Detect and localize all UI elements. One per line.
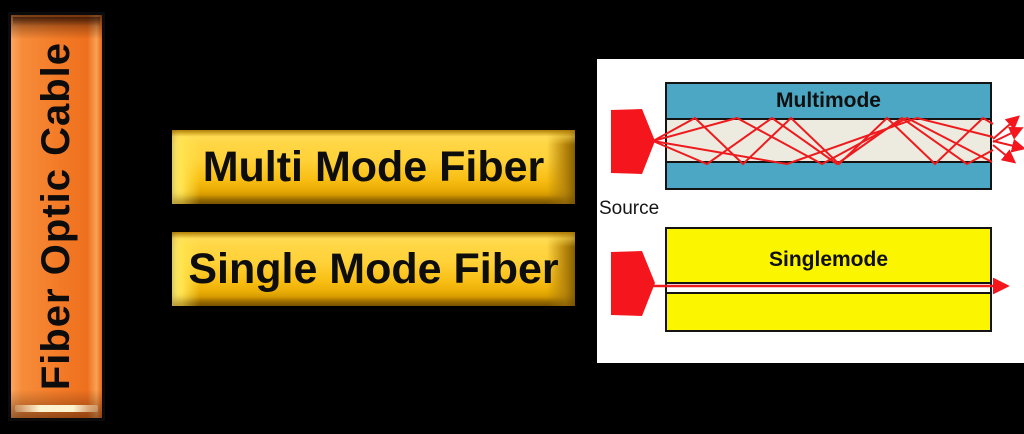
multimode-rays [652,115,1024,166]
fiber-diagram-panel: Multimode Sour [597,59,1024,363]
multi-mode-fiber-button[interactable]: Multi Mode Fiber [170,128,577,206]
fiber-optic-cable-banner: Fiber Optic Cable [8,12,105,421]
single-mode-fiber-button-label: Single Mode Fiber [188,244,559,293]
source-label: Source [599,198,660,219]
multimode-core [667,118,990,163]
source-emitter-multimode [611,109,655,174]
single-mode-fiber-button[interactable]: Single Mode Fiber [170,230,577,308]
multimode-label: Multimode [776,89,881,112]
banner-label: Fiber Optic Cable [34,42,78,391]
multimode-fiber: Multimode [665,82,992,190]
multi-mode-fiber-button-label: Multi Mode Fiber [202,142,545,191]
singlemode-label-wrap: Singlemode [667,248,990,272]
multimode-cladding-top: Multimode [667,84,990,118]
singlemode-label: Singlemode [768,248,889,271]
singlemode-ray [649,278,1010,294]
source-emitter-singlemode [611,251,655,316]
multimode-cladding-bottom [667,163,990,188]
